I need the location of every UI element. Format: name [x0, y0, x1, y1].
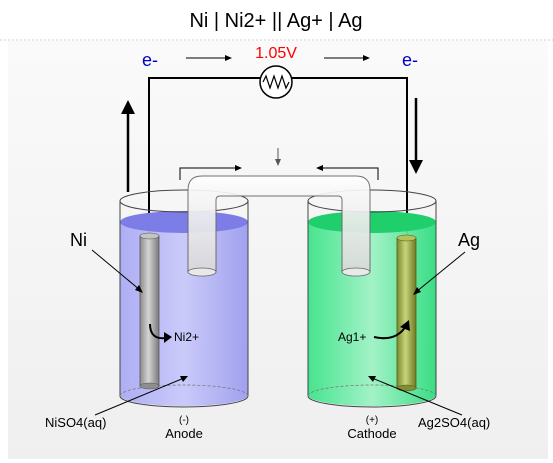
- ag-ion-label: Ag1+: [338, 330, 366, 344]
- electron-label-right: e-: [402, 50, 418, 70]
- cathode-solution-label: Ag2SO4(aq): [418, 415, 490, 430]
- diagram-background: [8, 41, 548, 459]
- anode-solution-pointer: [94, 377, 185, 416]
- top-flow-arrow-left: [186, 55, 232, 61]
- cathode-solution-pointer: [371, 377, 463, 416]
- cathode-beaker: [307, 189, 437, 408]
- title-bar: [0, 0, 553, 40]
- up-arrow-icon: [121, 100, 135, 192]
- nickel-label-pointer: [91, 249, 141, 291]
- anode-solution-label: NiSO4(aq): [45, 415, 106, 430]
- silver-label-pointer: [415, 251, 466, 293]
- anode-beaker: [119, 189, 249, 408]
- anode-liquid-surface: [120, 211, 248, 233]
- nickel-electrode: [139, 232, 160, 390]
- anode-sign: (-): [179, 415, 189, 426]
- cathode-liquid-surface: [308, 211, 436, 233]
- voltmeter: 1.05V: [255, 45, 297, 99]
- diagram-title: Ni | Ni2+ || Ag+ | Ag: [189, 10, 362, 32]
- nickel-electrode-label: Ni: [70, 230, 87, 250]
- top-flow-arrow-right: [324, 55, 370, 61]
- silver-electrode-label: Ag: [458, 230, 480, 250]
- cathode-role-label: Cathode: [347, 426, 396, 441]
- ag-ion-deposit-arrow: [373, 320, 410, 340]
- down-arrow-icon: [409, 98, 423, 174]
- silver-electrode: [396, 234, 417, 392]
- cathode-sign: (+): [366, 415, 379, 426]
- bridge-flow-arrow-left: [179, 165, 242, 180]
- zigzag-glyph: [262, 74, 290, 90]
- electron-label-left: e-: [142, 50, 158, 70]
- ni-ion-label: Ni2+: [174, 330, 199, 344]
- voltage-reading: 1.05V: [255, 45, 297, 62]
- ni-ion-release-arrow: [149, 323, 172, 343]
- anode-role-label: Anode: [165, 426, 203, 441]
- bridge-flow-arrow-down: [275, 148, 281, 166]
- salt-bridge: [187, 175, 371, 277]
- bridge-flow-arrow-right: [316, 165, 379, 180]
